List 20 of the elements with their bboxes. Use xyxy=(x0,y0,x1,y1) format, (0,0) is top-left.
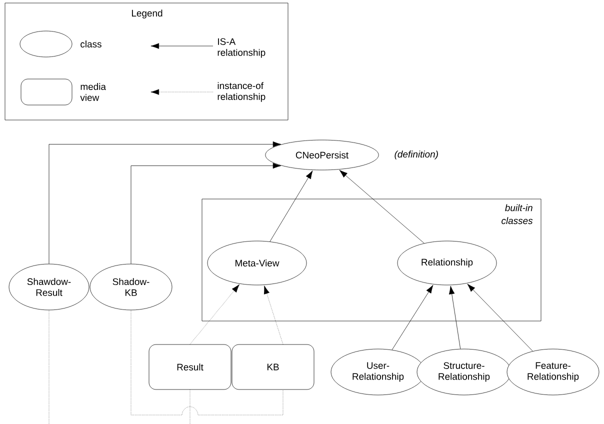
connector xyxy=(190,284,240,344)
connector xyxy=(48,141,282,264)
legend-label: media view xyxy=(80,83,106,101)
node-label: Feature- Relationship xyxy=(528,362,579,382)
connector xyxy=(130,162,282,264)
connector xyxy=(130,310,284,416)
connector xyxy=(48,310,50,424)
connector xyxy=(339,170,424,244)
media-view-box: KB xyxy=(232,344,314,390)
legend-label: instance-of relationship xyxy=(218,82,266,102)
connector xyxy=(270,170,313,242)
media-view-box: Result xyxy=(148,344,232,390)
connector xyxy=(467,284,533,352)
note: (definition) xyxy=(394,150,438,160)
connector xyxy=(392,284,434,350)
legend-title: Legend xyxy=(132,10,162,18)
legend-label: IS-A relationship xyxy=(218,38,266,58)
connector xyxy=(264,286,284,344)
legend-label: class xyxy=(80,40,102,48)
connector xyxy=(448,286,461,350)
